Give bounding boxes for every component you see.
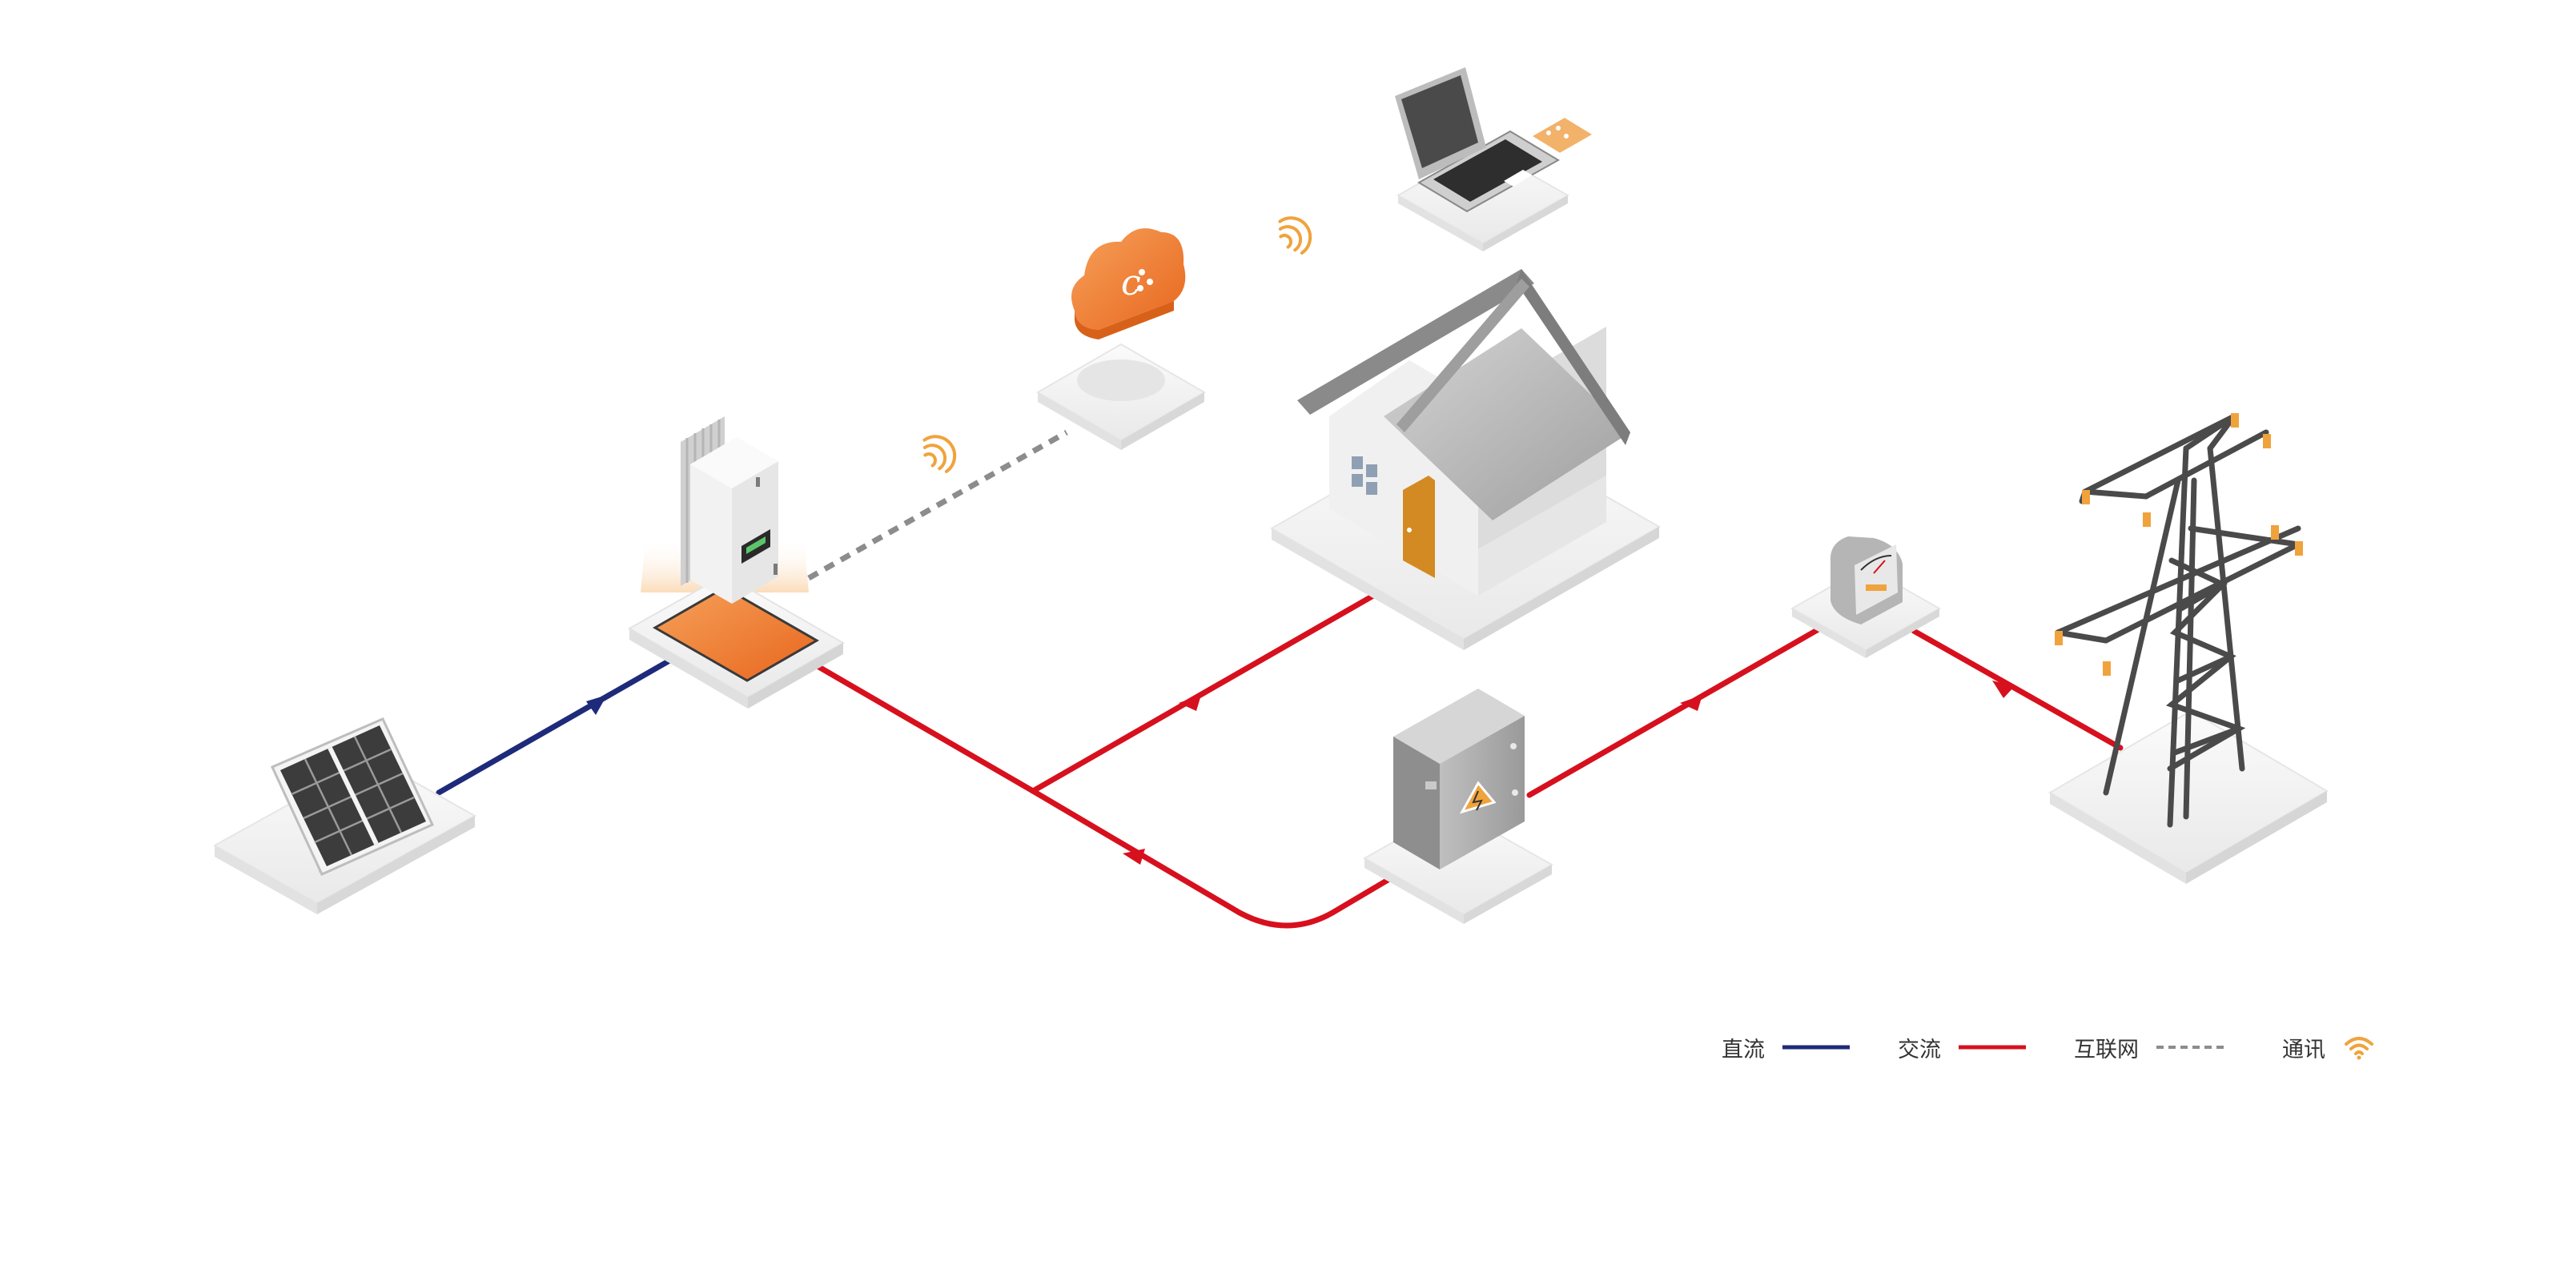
solar-panel-icon [270, 717, 435, 876]
svg-text:c: c [1121, 263, 1141, 303]
ac-arrow-icon [1123, 849, 1145, 865]
laptop-icon [1395, 67, 1560, 213]
ac-arrow-icon [1179, 695, 1201, 711]
dc-line-swatch [1782, 1045, 1850, 1050]
ac-line-swatch [1959, 1045, 2026, 1050]
wifi-signal-icon [922, 435, 957, 473]
house [1269, 269, 1662, 650]
ac-line-inverter-to-junction [788, 648, 1036, 794]
internet-line [807, 429, 1068, 581]
inverter-base-pad [652, 586, 820, 682]
legend-label: 通讯 [2282, 1037, 2325, 1062]
ac-line-junction-to-box [1030, 788, 1392, 929]
legend-label: 互联网 [2074, 1037, 2139, 1062]
ac-arrow-icon [1992, 681, 2015, 698]
dc-line [436, 653, 680, 796]
laptop [1395, 67, 1595, 251]
door-icon [1403, 476, 1435, 578]
ac-line-meter-to-tower [1911, 628, 2124, 751]
ac-line-junction-to-house [1030, 589, 1382, 794]
solar-panel [212, 717, 477, 914]
electrical-box-icon [1393, 689, 1525, 869]
house-icon [1297, 269, 1630, 596]
legend-item-communication: 通讯 [2282, 1023, 2375, 1071]
ac-arrows [1123, 681, 2015, 865]
transmission-tower [2048, 413, 2329, 884]
dc-arrow-icon [586, 695, 607, 715]
window-icon [1352, 456, 1377, 495]
phone-icon [1529, 115, 1595, 155]
wifi-signal-icon [1278, 216, 1312, 255]
legend-item-internet: 互联网 [2074, 1023, 2224, 1071]
power-tower-icon [2055, 413, 2301, 828]
internet-line-swatch [2156, 1046, 2224, 1049]
cloud-router: c [1035, 228, 1207, 450]
ac-line-box-to-meter [1526, 623, 1827, 798]
legend-item-dc: 直流 [1722, 1023, 1850, 1071]
wifi-icon [2345, 1037, 2373, 1060]
electric-meter [1790, 536, 1942, 658]
ac-arrow-icon [1680, 695, 1702, 711]
legend-item-ac: 交流 [1898, 1023, 2026, 1071]
inverter [627, 416, 846, 709]
legend-label: 交流 [1898, 1037, 1941, 1062]
cloud-icon: c [1071, 228, 1186, 339]
ac-lines [788, 589, 2124, 929]
meter-icon [1830, 536, 1903, 624]
legend-label: 直流 [1722, 1037, 1765, 1062]
inverter-icon [681, 416, 778, 604]
legend: 直流 交流 互联网 通讯 [1722, 1023, 2410, 1071]
distribution-box [1362, 689, 1554, 924]
insulator-icons [2055, 413, 2303, 676]
